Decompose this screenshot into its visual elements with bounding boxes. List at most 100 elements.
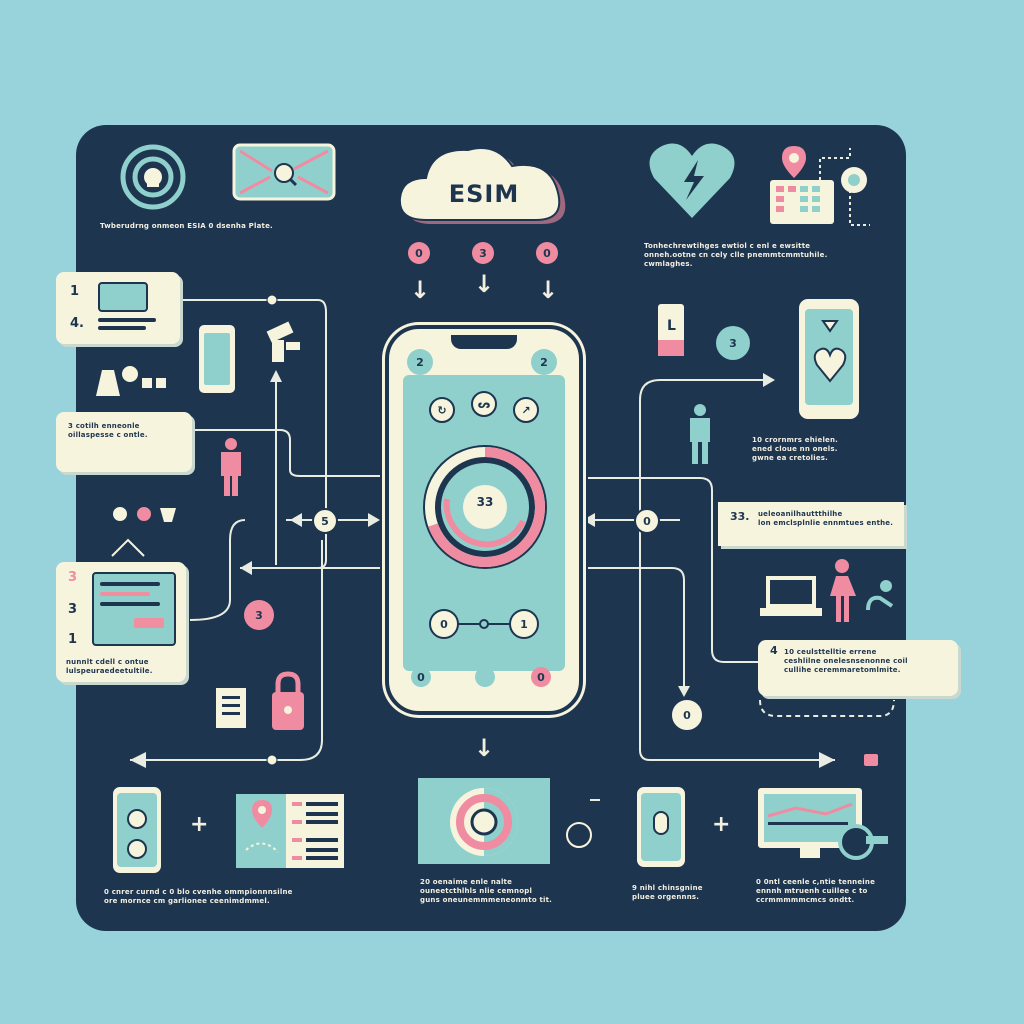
cloud-step-badge: 0: [536, 242, 558, 264]
step-number: 1: [68, 632, 78, 647]
arrow-down-icon: ↓: [474, 270, 495, 298]
step-number: 4: [770, 644, 778, 657]
phone-notch: [451, 335, 517, 349]
caption-line: lon emclsplnlie ennmtues enthe.: [758, 519, 894, 527]
activation-ring: [423, 445, 547, 569]
caption-line: 10 ceulsttelltie errene: [784, 648, 877, 656]
caption-line: onneh.ootne cn cely clle pnemmtcmmtuhile…: [644, 251, 828, 259]
caption-line: ueleoanilhauttthilhe: [758, 510, 843, 518]
sim-card-icon: [98, 282, 148, 312]
phone-screen: ↻ ᔕ ↗ 33 0 1: [403, 375, 565, 671]
toggle-off[interactable]: 0: [429, 609, 459, 639]
esim-label: ESIM: [448, 180, 520, 208]
step-number: 3: [68, 602, 78, 617]
top-right-caption: Tonhechrewtihges ewtiol c enl e ewsitte …: [644, 242, 874, 269]
toggle-on[interactable]: 1: [509, 609, 539, 639]
caption-line: 0 0ntl ceenle c,ntie tenneine: [756, 878, 876, 886]
caption-line: 3 cotilh enneonle: [68, 422, 140, 430]
toggle-knob: [479, 619, 489, 629]
cloud-step-badge: 3: [472, 242, 494, 264]
caption-line: 10 crornmrs ehielen.: [752, 436, 839, 444]
step-node-left: 5: [312, 508, 338, 534]
step-number: 3: [68, 570, 78, 585]
small-tag-icon: [864, 754, 878, 766]
caption-line: ccrmmmmmcmcs ondtt.: [756, 896, 855, 904]
step-node-bottom: 0: [670, 698, 704, 732]
caption-line: cwmlaghes.: [644, 260, 693, 268]
phone-badge: 2: [531, 349, 557, 375]
step-node-bottom: 0: [566, 822, 592, 848]
phone-profile-icon: [110, 784, 164, 876]
caption-line: nunnlt cdell c ontue: [66, 658, 149, 666]
caption-line: pluee orgennns.: [632, 893, 700, 901]
phone-icon: [196, 322, 238, 396]
progress-chart-icon: [418, 778, 550, 868]
phone-badge: 0: [411, 667, 431, 687]
phone-heart-icon: [796, 296, 862, 422]
plus-icon: +: [712, 812, 731, 837]
card-text: ueleoanilhauttthilhe lon emclsplnlie enn…: [758, 510, 902, 528]
chat-icon: ᔕ: [471, 391, 497, 417]
esim-cloud: ESIM: [398, 142, 570, 230]
arrow-down-icon: ↓: [474, 734, 495, 762]
phone-badge: 2: [407, 349, 433, 375]
refresh-icon: ↻: [429, 397, 455, 423]
step-node-right: 3: [716, 326, 750, 360]
caption-line: ceshlilne onelesnsenonne coil: [784, 657, 908, 665]
bottom-caption-1: 0 cnrer curnd c 0 blo cvenhe ommpionnnsi…: [104, 888, 304, 906]
bottom-caption-2: 20 oenaime enle nalte ouneetcthlhls nlie…: [420, 878, 560, 905]
sim-phone-icon: L: [654, 300, 690, 364]
step-node-right: 0: [634, 508, 660, 534]
document-lock-icons: [212, 670, 312, 738]
phone-badge: 0: [531, 667, 551, 687]
person-icon: [686, 404, 714, 470]
form-document-icon: [92, 572, 176, 646]
svg-text:L: L: [667, 318, 676, 334]
caption-line: ennnh mtruenh cuillee c to: [756, 887, 868, 895]
card-text: 3 cotilh enneonle oillaspesse c ontle.: [68, 422, 186, 440]
top-left-caption: Twberudrng onmeon ESIA 0 dsenha Plate.: [100, 222, 273, 230]
caption-line: cullihe ceremmaretomlmite.: [784, 666, 901, 674]
right-step-card-33: 33. ueleoanilhauttthilhe lon emclsplnlie…: [718, 502, 904, 546]
map-search-icon: [232, 143, 336, 205]
bottom-caption-3: 9 nihl chinsgnine pluee orgennns.: [632, 884, 732, 902]
left-step-card-3: 3 3 1 nunnlt cdell c ontue lulspeuraedee…: [56, 562, 186, 682]
home-button[interactable]: [475, 667, 495, 687]
monitor-chart-icon: [756, 786, 888, 870]
plus-icon: +: [190, 812, 209, 837]
map-list-icon: [236, 790, 346, 878]
card-caption: nunnlt cdell c ontue lulspeuraedeetultil…: [66, 658, 184, 676]
left-step-card-2: 3 cotilh enneonle oillaspesse c ontle.: [56, 412, 192, 472]
location-calendar-icon: [768, 140, 878, 230]
caption-line: ouneetcthlhls nlie cemnopl: [420, 887, 533, 895]
caption-line: ore mornce cm garlionee ceenimdmmel.: [104, 897, 270, 905]
step-number: 4.: [70, 316, 84, 331]
arrow-down-icon: ↓: [538, 276, 559, 304]
right-mid-caption: 10 crornmrs ehielen. ened cloue nn onels…: [752, 436, 902, 463]
caption-line: oillaspesse c ontle.: [68, 431, 148, 439]
step-number: 33.: [730, 510, 750, 523]
edit-icon: ↗: [513, 397, 539, 423]
caption-line: lulspeuraedeetultile.: [66, 667, 153, 675]
person-icon: [218, 438, 244, 502]
right-step-card-4: 4 10 ceulsttelltie errene ceshlilne onel…: [758, 640, 958, 696]
text-line: [98, 326, 146, 330]
cloud-icon: [398, 147, 566, 224]
text-line: [98, 318, 156, 322]
ring-center-value: 33: [476, 495, 494, 509]
heart-bolt-icon: [648, 138, 736, 226]
caption-line: ened cloue nn onels.: [752, 445, 838, 453]
caption-line: 0 cnrer curnd c 0 blo cvenhe ommpionnnsi…: [104, 888, 293, 896]
user-status-icons: [92, 360, 172, 404]
caption-line: 20 oenaime enle nalte: [420, 878, 513, 886]
status-dots-icons: [108, 500, 188, 564]
caption-line: Tonhechrewtihges ewtiol c enl e ewsitte: [644, 242, 811, 250]
bottom-caption-4: 0 0ntl ceenle c,ntie tenneine ennnh mtru…: [756, 878, 896, 905]
caption-line: 9 nihl chinsgnine: [632, 884, 703, 892]
laptop-person-icon: [760, 556, 900, 632]
phone-chart-icon: [634, 784, 688, 870]
left-step-card-1: 1 4.: [56, 272, 180, 344]
step-node-left: 3: [244, 600, 274, 630]
central-phone: 2 2 ↻ ᔕ ↗ 33 0 1 0 0: [385, 325, 583, 715]
